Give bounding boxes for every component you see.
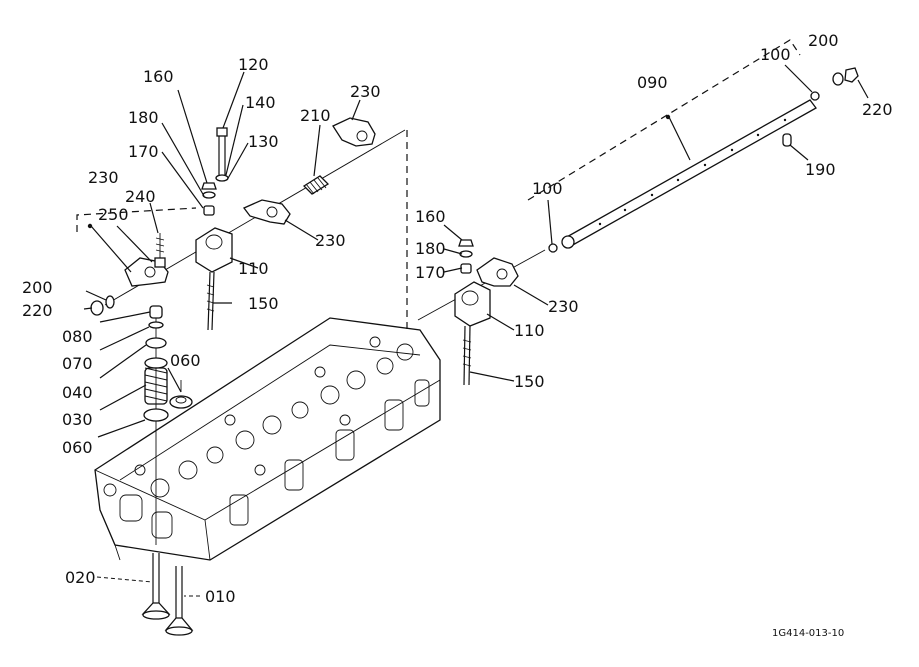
label-190: 190 bbox=[805, 160, 836, 179]
label-170-b: 170 bbox=[415, 263, 446, 282]
label-090: 090 bbox=[637, 73, 668, 92]
label-250: 250 bbox=[98, 205, 129, 224]
bracket-230 bbox=[76, 207, 197, 232]
label-220-a: 220 bbox=[22, 301, 53, 320]
label-010: 010 bbox=[205, 587, 236, 606]
label-110-a: 110 bbox=[238, 259, 269, 278]
label-180-b: 180 bbox=[415, 239, 446, 258]
leader-lines bbox=[83, 64, 869, 597]
valve-010 bbox=[164, 566, 194, 636]
label-240: 240 bbox=[125, 187, 156, 206]
spring-210 bbox=[302, 175, 330, 195]
label-070: 070 bbox=[62, 354, 93, 373]
label-230-a: 230 bbox=[88, 168, 119, 187]
label-080: 080 bbox=[62, 327, 93, 346]
label-200-b: 200 bbox=[808, 31, 839, 50]
washer-200-left bbox=[105, 295, 115, 309]
label-230-b: 230 bbox=[350, 82, 381, 101]
label-150-b: 150 bbox=[514, 372, 545, 391]
rocker-arm-4 bbox=[476, 257, 519, 287]
label-210: 210 bbox=[300, 106, 331, 125]
label-230-c: 230 bbox=[315, 231, 346, 250]
label-040: 040 bbox=[62, 383, 93, 402]
label-200-a: 200 bbox=[22, 278, 53, 297]
label-230-d: 230 bbox=[548, 297, 579, 316]
label-120: 120 bbox=[238, 55, 269, 74]
label-170-a: 170 bbox=[128, 142, 159, 161]
label-150-a: 150 bbox=[248, 294, 279, 313]
label-100-a: 100 bbox=[760, 45, 791, 64]
cylinder-head bbox=[94, 317, 441, 561]
label-160-a: 160 bbox=[143, 67, 174, 86]
label-220-b: 220 bbox=[862, 100, 893, 119]
rocker-bracket-right bbox=[454, 239, 491, 386]
label-140: 140 bbox=[245, 93, 276, 112]
plug-220-left bbox=[90, 300, 104, 316]
rocker-arm-2 bbox=[242, 199, 291, 225]
rocker-bracket-left bbox=[195, 127, 233, 331]
label-100-b: 100 bbox=[532, 179, 563, 198]
part-labels: 020 010 060 030 040 070 080 060 220 200 … bbox=[22, 31, 893, 606]
label-110-b: 110 bbox=[514, 321, 545, 340]
label-030: 030 bbox=[62, 410, 93, 429]
label-060-a: 060 bbox=[170, 351, 201, 370]
valve-020 bbox=[141, 553, 171, 620]
label-060-b: 060 bbox=[62, 438, 93, 457]
rocker-shaft bbox=[548, 67, 859, 253]
label-020: 020 bbox=[65, 568, 96, 587]
label-130: 130 bbox=[248, 132, 279, 151]
drawing-code: 1G414-013-10 bbox=[772, 628, 844, 639]
label-160-b: 160 bbox=[415, 207, 446, 226]
bracket-090 bbox=[527, 39, 801, 201]
rocker-arm-3 bbox=[332, 117, 376, 147]
rocker-arm-1 bbox=[124, 233, 169, 287]
label-180-a: 180 bbox=[128, 108, 159, 127]
